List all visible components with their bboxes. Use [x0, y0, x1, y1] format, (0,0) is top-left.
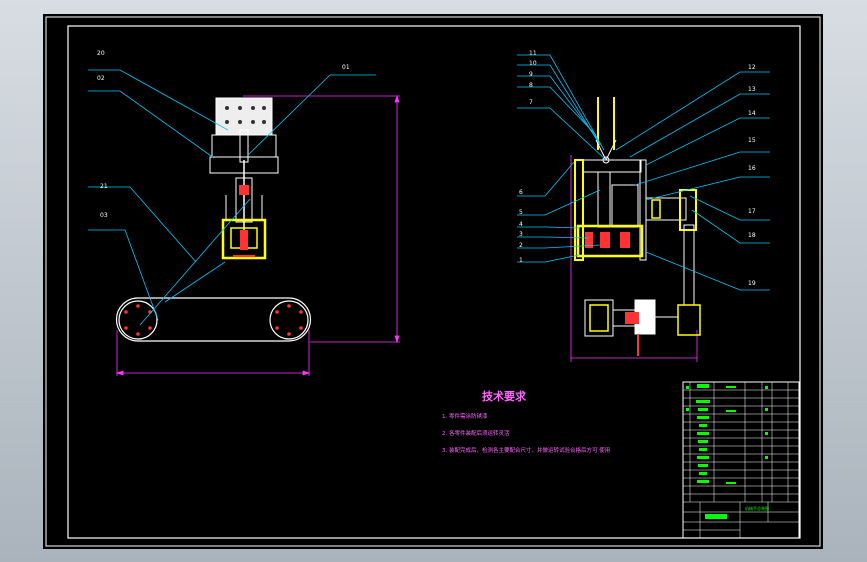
callout-label: 4 — [519, 221, 523, 228]
wheel-bolts — [124, 304, 303, 336]
left-dimensions — [115, 94, 400, 376]
callout-label: 8 — [529, 82, 533, 89]
callout-label: 01 — [342, 64, 350, 71]
note-item: 2. 各零件装配后须运转灵活 — [442, 429, 510, 437]
top-block-holes — [225, 106, 266, 124]
callout-label: 6 — [519, 189, 523, 196]
gear-box-parts — [585, 232, 630, 248]
title-block-frame — [682, 381, 800, 539]
left-leaders — [88, 69, 376, 326]
lower-gripper-jaw — [589, 304, 609, 332]
callout-label: 21 — [100, 183, 108, 190]
callout-label: 10 — [529, 60, 537, 67]
gear-box — [576, 224, 644, 258]
callout-label: 2 — [519, 242, 523, 249]
notes-title: 技术要求 — [482, 389, 527, 403]
callout-label: 20 — [97, 50, 105, 57]
cylinder-mark — [239, 185, 249, 195]
callout-label: 1 — [519, 257, 523, 264]
tube-foot — [677, 304, 701, 336]
side-arm — [645, 197, 687, 221]
left-view: 20 02 01 21 03 — [88, 50, 400, 376]
technical-notes: 技术要求 1. 零件需涂防锈漆 2. 各零件装配后须运转灵活 3. 装配完成后，… — [442, 389, 610, 454]
parts-list-grid — [683, 382, 799, 538]
parts-list-entries — [686, 384, 768, 519]
side-coupling — [651, 199, 661, 219]
callout-label: 5 — [519, 209, 523, 216]
title-block: 机械手总装图 — [682, 381, 800, 539]
callout-label: 19 — [748, 280, 756, 287]
right-leaders — [517, 54, 770, 291]
callout-label: 16 — [748, 165, 756, 172]
callout-label: 17 — [748, 208, 756, 215]
callout-label: 11 — [529, 50, 537, 57]
cylinder — [235, 177, 253, 223]
callout-label: 12 — [748, 64, 756, 71]
gripper-core — [240, 230, 248, 250]
right-callouts-right: 12 13 14 15 16 17 18 19 — [748, 64, 756, 287]
top-block — [215, 97, 273, 136]
callout-label: 14 — [748, 110, 756, 117]
callout-label: 02 — [97, 75, 105, 82]
inner-border — [67, 25, 801, 539]
right-callouts-left: 11 10 9 8 7 6 5 4 3 2 1 — [519, 50, 537, 264]
drawing-canvas[interactable] — [43, 14, 823, 549]
gripper-box — [221, 218, 267, 260]
outer-border — [45, 16, 821, 547]
callout-label: 9 — [529, 71, 533, 78]
left-callout-labels: 20 02 01 21 03 — [97, 50, 350, 219]
callout-label: 15 — [748, 137, 756, 144]
callout-label: 13 — [748, 86, 756, 93]
drawing-name: 机械手总装图 — [745, 505, 769, 511]
callout-label: 7 — [529, 99, 533, 106]
lower-block-mark — [625, 312, 639, 324]
note-item: 1. 零件需涂防锈漆 — [442, 412, 488, 420]
callout-label: 18 — [748, 232, 756, 239]
callout-label: 3 — [519, 231, 523, 238]
left-post — [574, 159, 584, 261]
note-item: 3. 装配完成后，检测各主要配合尺寸，并做运转试验合格后方可 使用 — [442, 446, 610, 454]
callout-label: 03 — [100, 212, 108, 219]
right-view: 11 10 9 8 7 6 5 4 3 2 1 12 13 14 15 16 1… — [517, 50, 770, 362]
